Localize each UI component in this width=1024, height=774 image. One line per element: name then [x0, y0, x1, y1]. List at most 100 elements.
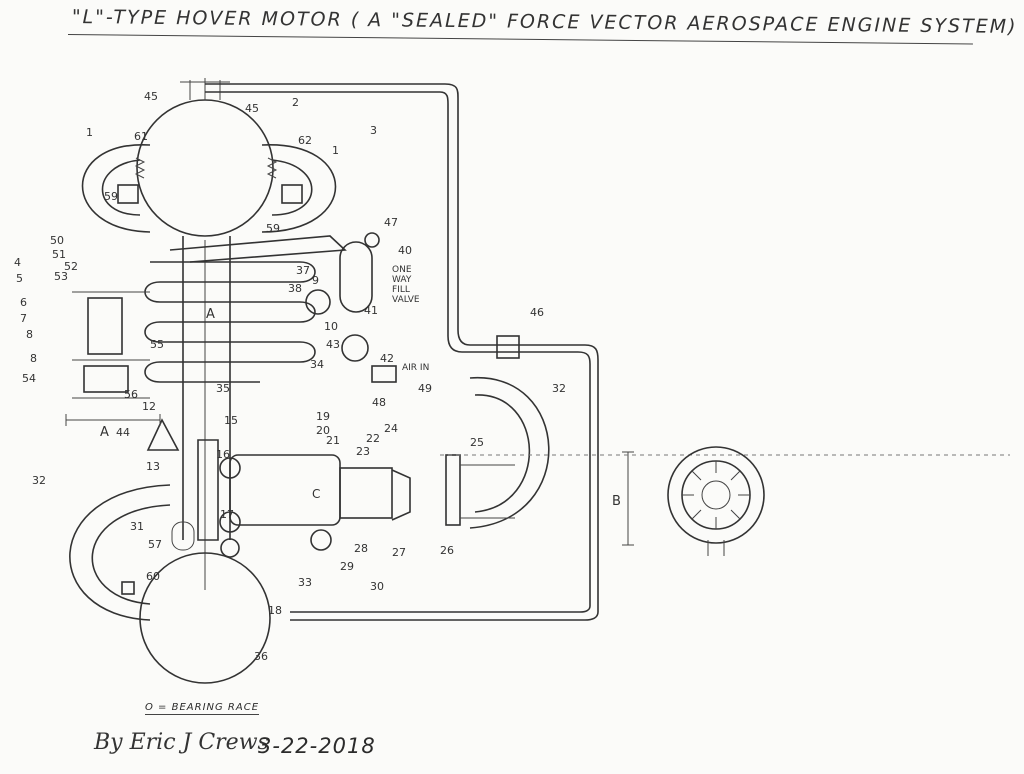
label-9: 9 [312, 274, 319, 287]
actuator-body [87, 297, 123, 355]
author-signature: By Eric J Crews [94, 730, 269, 755]
label-38: 38 [288, 282, 302, 295]
label-24: 24 [384, 422, 398, 435]
label-44: 44 [116, 426, 130, 439]
label-33: 33 [298, 576, 312, 589]
label-31: 31 [130, 520, 144, 533]
label-61: 61 [134, 130, 148, 143]
coil-right [266, 157, 278, 179]
label-10: 10 [324, 320, 338, 333]
label-36: 36 [254, 650, 268, 663]
upper-ring-inner [101, 159, 313, 216]
sensor-60 [121, 581, 135, 595]
air-intake-42 [371, 365, 397, 383]
label-60: 60 [146, 570, 160, 583]
exhaust-rods [460, 464, 515, 519]
label-22: 22 [366, 432, 380, 445]
label-45b: 45 [245, 102, 259, 115]
pump-38 [305, 289, 331, 315]
label-54: 54 [22, 372, 36, 385]
label-29: 29 [340, 560, 354, 573]
tank-40 [339, 241, 373, 313]
dimension-b-label: B [612, 494, 621, 509]
return-line-3-inner [205, 91, 591, 613]
label-4: 4 [14, 256, 21, 269]
valve-46 [496, 335, 520, 359]
fill-valve-line-1: ONE [392, 265, 412, 275]
label-43: 43 [326, 338, 340, 351]
plate-25 [445, 454, 461, 526]
electrode-right [281, 184, 303, 204]
nozzle-block [339, 467, 393, 519]
label-30: 30 [370, 580, 384, 593]
roller-16 [219, 457, 241, 479]
electrode-left [117, 184, 139, 204]
label-57: 57 [148, 538, 162, 551]
section-outer [667, 446, 765, 544]
pump-43 [341, 334, 369, 362]
fill-valve-line-4: VALVE [392, 295, 420, 305]
roller-18 [220, 538, 240, 558]
label-59b: 59 [266, 222, 280, 235]
label-3: 3 [370, 124, 377, 137]
coil-left [134, 157, 146, 179]
upper-sphere [136, 99, 274, 237]
label-40: 40 [398, 244, 412, 257]
label-48: 48 [372, 396, 386, 409]
coil-57 [171, 521, 195, 551]
label-49: 49 [418, 382, 432, 395]
label-6: 6 [20, 296, 27, 309]
annotations: ONE WAY FILL VALVE AIR IN [392, 265, 429, 373]
label-56: 56 [124, 388, 138, 401]
label-16: 16 [216, 448, 230, 461]
right-u-loop [469, 377, 550, 529]
label-19: 19 [316, 410, 330, 423]
label-34: 34 [310, 358, 324, 371]
label-37: 37 [296, 264, 310, 277]
label-46: 46 [530, 306, 544, 319]
label-15: 15 [224, 414, 238, 427]
left-u-loop [69, 484, 171, 621]
label-1a: 1 [86, 126, 93, 139]
label-5: 5 [16, 272, 23, 285]
label-8a: 8 [26, 328, 33, 341]
lower-chamber [229, 454, 341, 526]
label-25: 25 [470, 436, 484, 449]
actuator-lower [83, 365, 129, 393]
dimension-a-line [65, 414, 161, 426]
fill-valve-line-3: FILL [392, 285, 410, 295]
label-45a: 45 [144, 90, 158, 103]
return-line-3 [205, 83, 599, 621]
roller-17 [219, 511, 241, 533]
label-21: 21 [326, 434, 340, 447]
label-2: 2 [292, 96, 299, 109]
label-8b: 8 [30, 352, 37, 365]
top-terminals [180, 78, 230, 100]
label-28: 28 [354, 542, 368, 555]
nozzle-26 [391, 469, 411, 521]
label-42: 42 [380, 352, 394, 365]
label-51: 51 [52, 248, 66, 261]
label-47: 47 [384, 216, 398, 229]
upper-ring-loop [81, 144, 337, 233]
dimension-a-label: A [100, 425, 109, 440]
ground-terminal-33 [310, 529, 332, 551]
gauge-47 [364, 232, 380, 248]
section-stem [707, 540, 725, 556]
label-32b: 32 [552, 382, 566, 395]
label-59a: 59 [104, 190, 118, 203]
label-50: 50 [50, 234, 64, 247]
triangle-12 [146, 418, 180, 451]
actuator-rails [72, 291, 150, 399]
label-7: 7 [20, 312, 27, 325]
label-1b: 1 [332, 144, 339, 157]
label-13: 13 [146, 460, 160, 473]
label-53: 53 [54, 270, 68, 283]
bearing-race-legend: O = BEARING RACE [145, 702, 260, 715]
part-labels: 1 1 2 3 4 5 6 7 8 8 9 10 12 13 15 16 17 … [14, 90, 566, 663]
label-41: 41 [364, 304, 378, 317]
zone-a-label: A [206, 307, 215, 322]
zone-c-label: C [312, 487, 320, 501]
